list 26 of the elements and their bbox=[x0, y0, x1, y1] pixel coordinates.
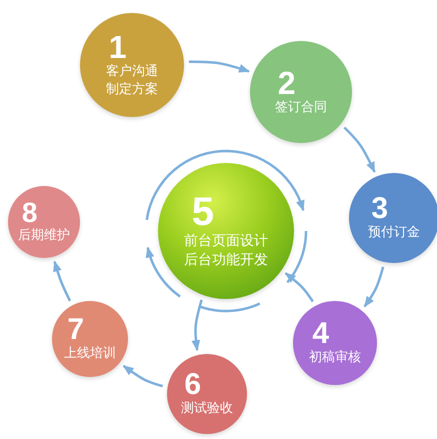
step-number: 8 bbox=[22, 199, 38, 228]
step-label: 签订合同 bbox=[274, 99, 328, 117]
step-circle bbox=[52, 301, 128, 377]
step-label: 预付订金 bbox=[367, 224, 421, 242]
step-number: 4 bbox=[312, 319, 330, 350]
step-number: 7 bbox=[67, 315, 84, 346]
step-number: 1 bbox=[108, 31, 127, 64]
arrow bbox=[343, 126, 376, 173]
step-label: 测试验收 bbox=[180, 400, 234, 418]
step-number: 6 bbox=[184, 370, 202, 400]
step-label: 前台页面设计后台功能开发 bbox=[183, 232, 269, 270]
step-label: 后期维护 bbox=[17, 227, 71, 245]
arrow bbox=[284, 272, 314, 302]
step-circle bbox=[158, 163, 294, 299]
step-label: 初稿审核 bbox=[308, 349, 362, 367]
arrow bbox=[188, 60, 250, 73]
step-label: 客户沟通制定方案 bbox=[105, 63, 159, 99]
step-circle bbox=[8, 186, 80, 258]
arrow bbox=[364, 266, 384, 308]
arrow bbox=[191, 299, 203, 352]
step-number: 2 bbox=[278, 67, 296, 100]
step-number: 3 bbox=[371, 194, 388, 224]
arrow bbox=[53, 260, 72, 302]
step-label: 上线培训 bbox=[63, 345, 117, 363]
step-number: 5 bbox=[192, 192, 214, 232]
arrow bbox=[122, 364, 164, 388]
